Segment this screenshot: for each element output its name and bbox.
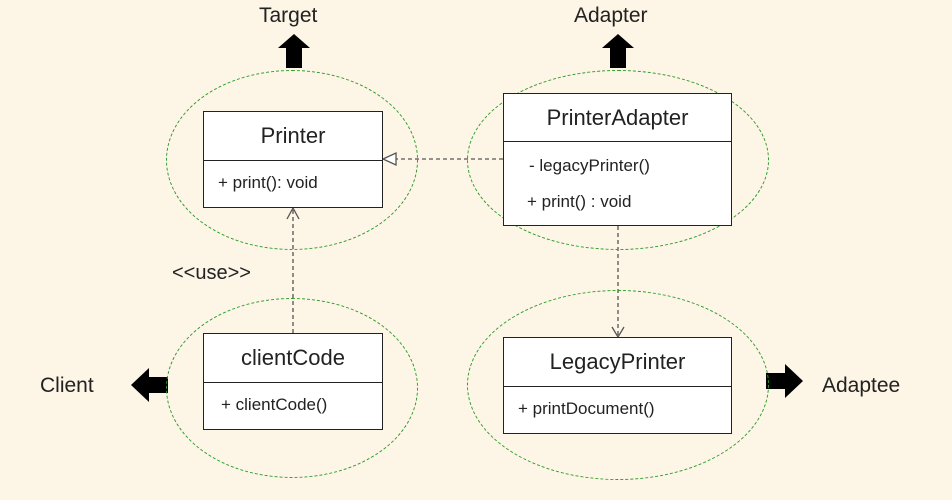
legacy-printer-member-1: + printDocument(): [518, 399, 655, 418]
client-role-label: Client: [40, 374, 94, 397]
client-code-class-box[interactable]: clientCode + clientCode(): [203, 333, 383, 430]
adaptee-group-ellipse: [467, 290, 769, 480]
printer-adapter-class-name: PrinterAdapter: [504, 94, 731, 142]
printer-class-name: Printer: [204, 112, 382, 161]
adapter-group-ellipse: [467, 70, 769, 250]
client-group-ellipse: [166, 298, 418, 478]
printer-class-box[interactable]: Printer + print(): void: [203, 111, 383, 208]
printer-class-members: + print(): void: [204, 161, 382, 193]
target-group-ellipse: [166, 70, 418, 250]
adaptee-role-label: Adaptee: [822, 374, 901, 397]
adapter-role-label: Adapter: [574, 4, 648, 27]
adaptee-role-arrow: [766, 364, 803, 398]
adapter-role-arrow: [602, 34, 634, 68]
legacy-printer-class-name: LegacyPrinter: [504, 338, 731, 387]
printer-adapter-member-1: - legacyPrinter(): [529, 156, 650, 175]
legacy-printer-class-members: + printDocument(): [504, 387, 731, 419]
client-code-class-name: clientCode: [204, 334, 382, 383]
legacy-printer-class-box[interactable]: LegacyPrinter + printDocument(): [503, 337, 732, 434]
printer-adapter-class-box[interactable]: PrinterAdapter - legacyPrinter() + print…: [503, 93, 732, 226]
printer-adapter-class-members: - legacyPrinter() + print() : void: [504, 142, 731, 212]
client-code-class-members: + clientCode(): [204, 383, 382, 415]
client-code-member-1: + clientCode(): [221, 395, 328, 414]
printer-adapter-member-2: + print() : void: [527, 192, 632, 211]
printer-member-1: + print(): void: [218, 173, 318, 192]
client-role-arrow: [131, 368, 168, 402]
use-stereotype-label: <<use>>: [172, 262, 251, 284]
target-role-arrow: [278, 34, 310, 68]
target-role-label: Target: [259, 4, 318, 27]
